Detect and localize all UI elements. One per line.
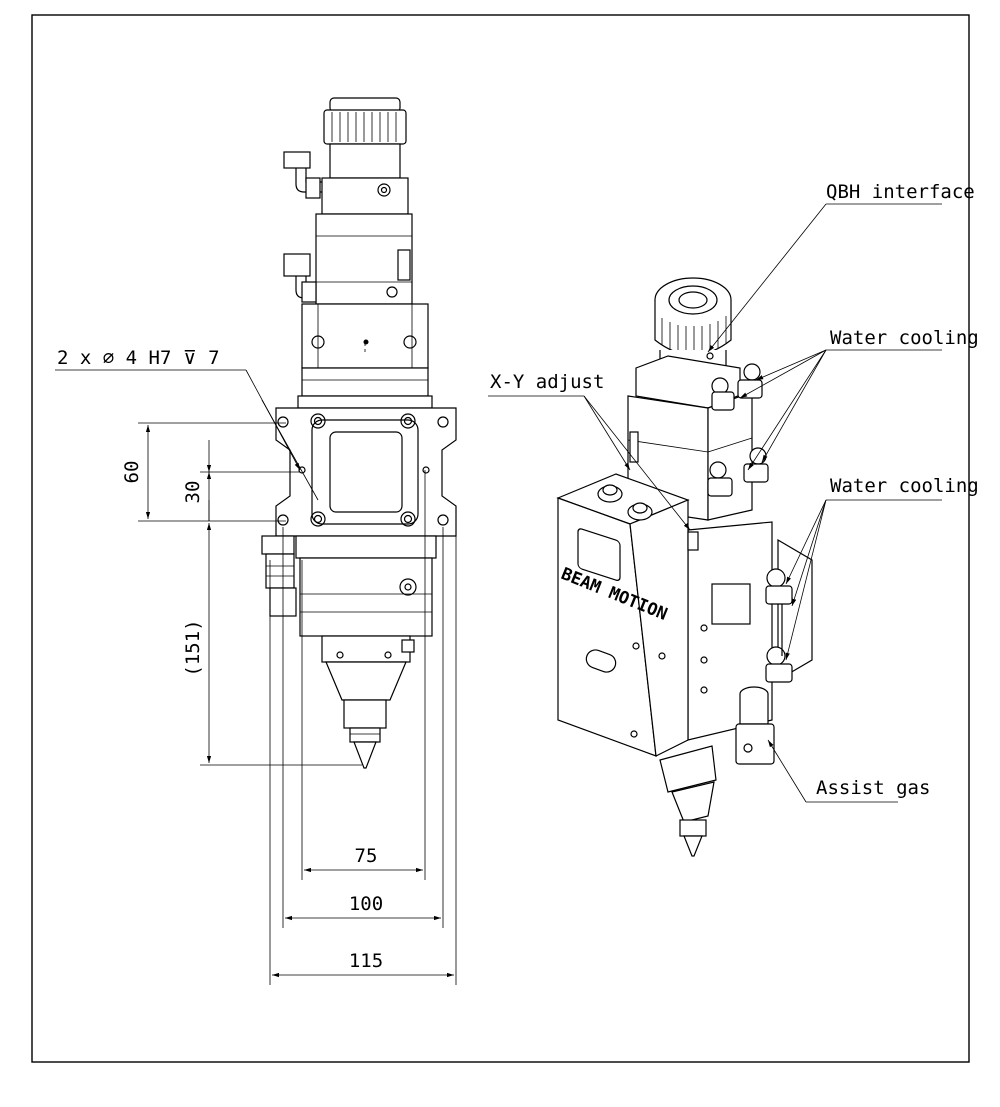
dim-115: 115 <box>349 950 383 972</box>
dim-60: 60 <box>121 461 143 484</box>
hole-spec-label: 2 x ∅ 4 H7 ⊽ 7 <box>57 347 220 369</box>
assist-gas-fitting-front <box>261 535 297 617</box>
isometric-view: BEAM MOTION <box>556 277 813 857</box>
dim-75: 75 <box>355 845 378 867</box>
front-view <box>261 97 457 769</box>
callout-water-cooling-2: Water cooling <box>830 475 979 497</box>
assist-gas-fitting-iso <box>735 686 775 765</box>
water-fitting-lower <box>283 253 317 303</box>
callout-xy-adjust: X-Y adjust <box>490 371 604 393</box>
water-fitting-upper <box>283 151 322 199</box>
callout-water-cooling-1: Water cooling <box>830 327 979 349</box>
dim-100: 100 <box>349 893 383 915</box>
callout-qbh-interface: QBH interface <box>826 181 975 203</box>
knurl-lines <box>331 112 397 142</box>
dim-30: 30 <box>182 481 204 504</box>
water-cooling-fittings-upper <box>707 363 769 497</box>
dim-151: (151) <box>182 619 204 676</box>
callout-assist-gas: Assist gas <box>816 777 930 799</box>
drawing-border <box>31 14 970 1063</box>
callouts: QBH interface Water cooling Water coolin… <box>488 181 979 803</box>
dimensions: 60 30 (151) 75 100 115 2 x ∅ 4 H7 ⊽ 7 <box>55 347 457 985</box>
